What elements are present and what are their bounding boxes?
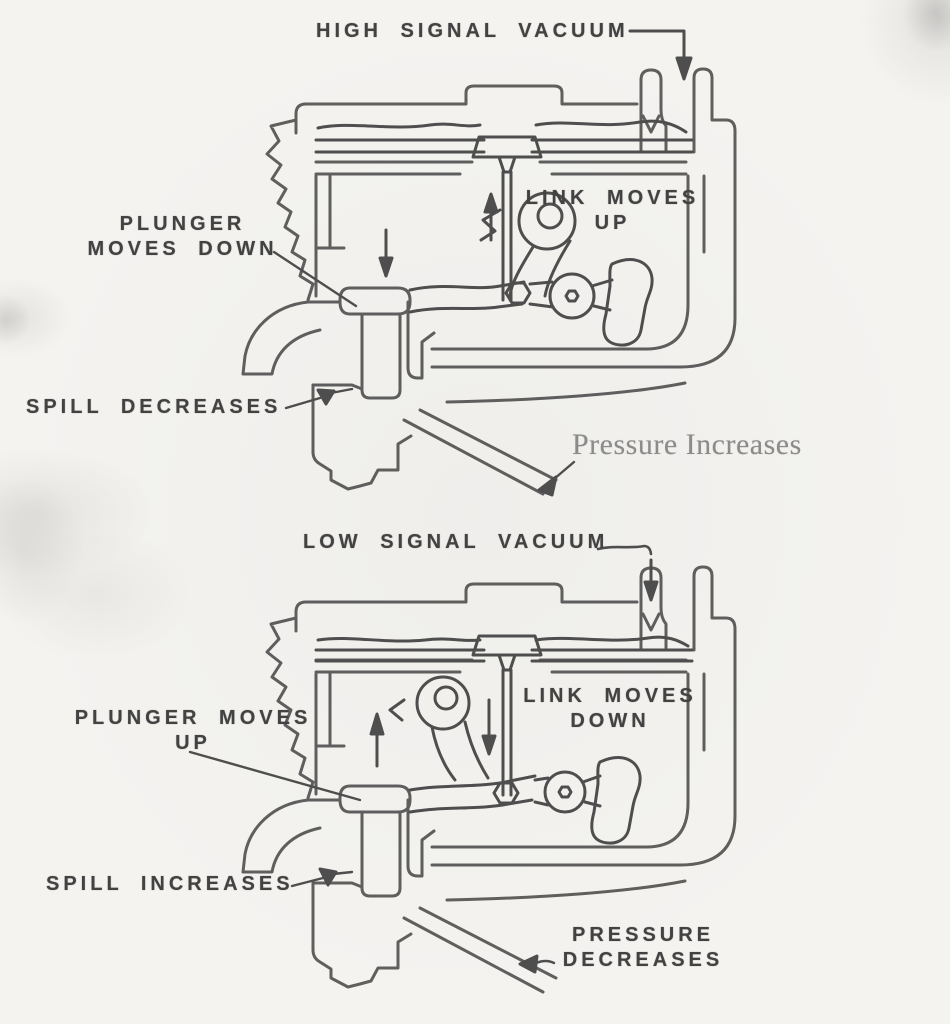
label-link-moves-down-line2: DOWN xyxy=(570,710,650,732)
top-pressure-outlet-arrow xyxy=(537,460,576,497)
label-link-moves-up-line1: LINK MOVES xyxy=(525,187,700,209)
label-high-signal-vacuum: HIGH SIGNAL VACUUM xyxy=(316,20,629,42)
bottom-plunger-leader xyxy=(188,750,362,802)
top-plunger-down-arrow xyxy=(378,228,394,278)
bottom-plunger-up-arrow xyxy=(369,712,385,768)
bottom-diaphragm xyxy=(314,634,694,797)
bottom-vacuum-leader-arrow xyxy=(596,544,659,602)
top-diaphragm xyxy=(314,119,694,302)
label-link-moves-down: LINK MOVES DOWN xyxy=(515,684,705,734)
label-link-moves-up: LINK MOVES UP xyxy=(520,186,705,236)
label-link-moves-down-line1: LINK MOVES xyxy=(523,685,697,707)
bottom-spill-leader-arrow xyxy=(290,867,354,888)
label-plunger-moves-up: PLUNGER MOVES UP xyxy=(68,706,318,756)
label-spill-increases: SPILL INCREASES xyxy=(46,873,294,895)
top-spill-leader-arrow xyxy=(284,387,354,410)
label-pressure-decreases: PRESSURE DECREASES xyxy=(553,923,733,973)
label-plunger-moves-down-line2: MOVES DOWN xyxy=(87,238,278,260)
top-rocker-assembly xyxy=(408,191,654,347)
bottom-diagram-drawing xyxy=(188,544,737,994)
label-pressure-decreases-line1: PRESSURE xyxy=(571,924,715,946)
bottom-pressure-leader-arrow xyxy=(518,954,556,974)
top-link-up-arrow xyxy=(483,192,499,242)
top-diagram-drawing xyxy=(241,29,737,497)
bottom-rocker-assembly xyxy=(388,675,642,845)
label-pressure-decreases-line2: DECREASES xyxy=(562,949,724,971)
top-plunger-leader xyxy=(272,250,358,308)
label-spill-decreases: SPILL DECREASES xyxy=(26,396,282,418)
bottom-link-down-arrow xyxy=(481,698,497,756)
label-plunger-moves-down: PLUNGER MOVES DOWN xyxy=(85,212,280,262)
label-link-moves-up-line2: UP xyxy=(594,212,631,234)
label-plunger-moves-up-line2: UP xyxy=(175,732,211,754)
label-plunger-moves-up-line1: PLUNGER MOVES xyxy=(74,707,312,729)
top-vacuum-leader-arrow xyxy=(628,29,693,81)
label-low-signal-vacuum: LOW SIGNAL VACUUM xyxy=(303,531,609,553)
label-plunger-moves-down-line1: PLUNGER xyxy=(119,213,246,235)
label-pressure-increases: Pressure Increases xyxy=(572,428,802,461)
